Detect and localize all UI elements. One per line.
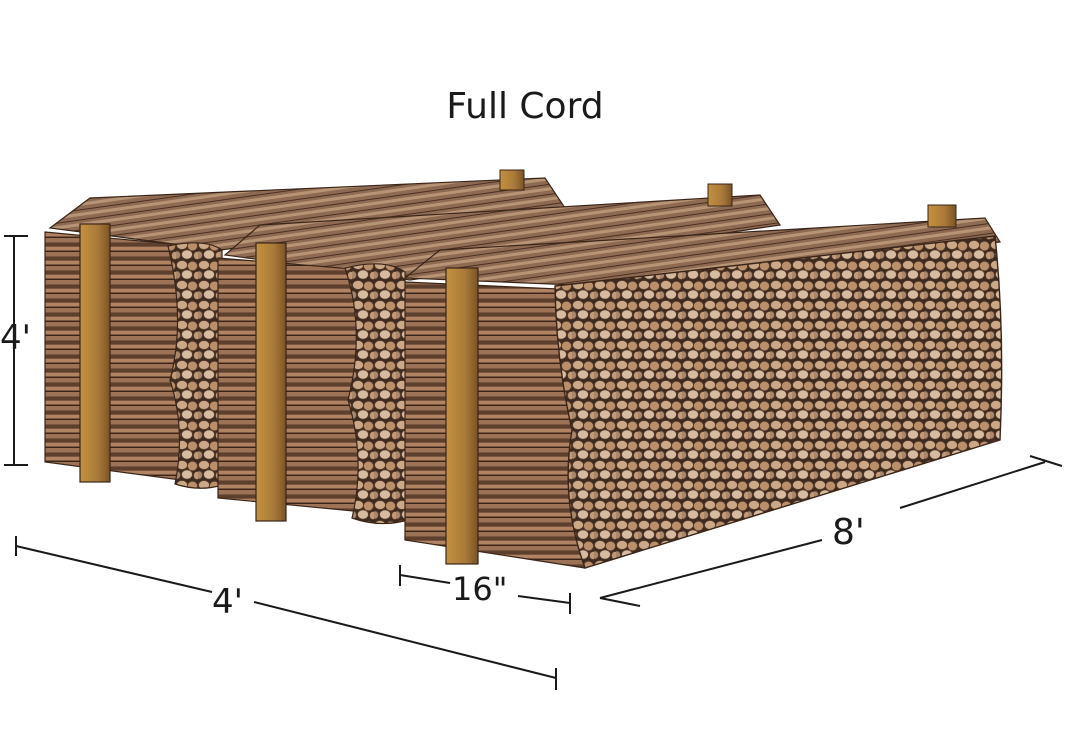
stake-back-front	[79, 223, 111, 483]
stake-back-right	[499, 169, 525, 191]
split-length-label: 16"	[452, 570, 508, 608]
length-label: 8'	[832, 512, 865, 553]
row-back-end	[167, 242, 223, 489]
height-dimension-line	[4, 235, 28, 466]
split-dimension-line	[399, 565, 571, 614]
row-front-end	[554, 235, 1003, 569]
stake-front-front	[445, 267, 479, 565]
row-middle-end	[344, 263, 409, 525]
depth-label: 4'	[212, 582, 243, 622]
diagram-title: Full Cord	[446, 86, 604, 127]
length-dimension-line	[599, 455, 1063, 607]
depth-dimension-line	[15, 536, 557, 690]
stake-middle-front	[255, 242, 287, 522]
stake-middle-right	[707, 183, 733, 207]
height-label: 4'	[0, 318, 31, 358]
stake-front-right	[927, 204, 957, 228]
